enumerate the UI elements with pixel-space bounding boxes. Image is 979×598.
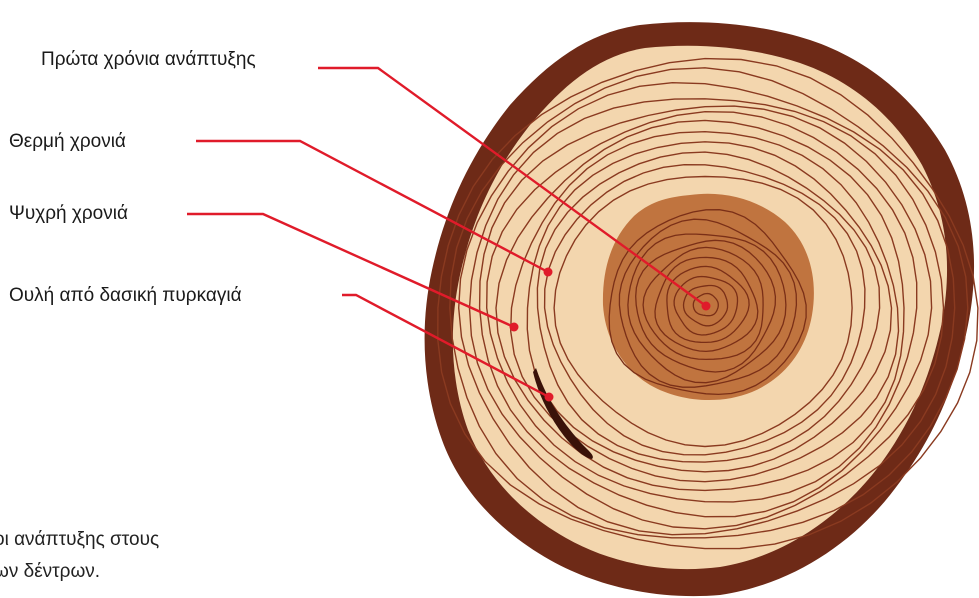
caption: οι ανάπτυξης στους ων δέντρων. — [0, 524, 460, 588]
label-cold-year: Ψυχρή χρονιά — [9, 203, 128, 225]
label-first-years: Πρώτα χρόνια ανάπτυξης — [41, 49, 256, 71]
dot-cold-year — [510, 323, 519, 332]
label-fire-scar: Ουλή από δασική πυρκαγιά — [9, 285, 242, 307]
caption-line-2: ων δέντρων. — [0, 556, 460, 588]
label-warm-year: Θερμή χρονιά — [9, 131, 126, 153]
dot-warm-year — [544, 268, 553, 277]
dot-fire-scar — [545, 393, 554, 402]
dot-first-years — [702, 302, 711, 311]
heartwood — [603, 194, 814, 400]
caption-line-1: οι ανάπτυξης στους — [0, 524, 460, 556]
